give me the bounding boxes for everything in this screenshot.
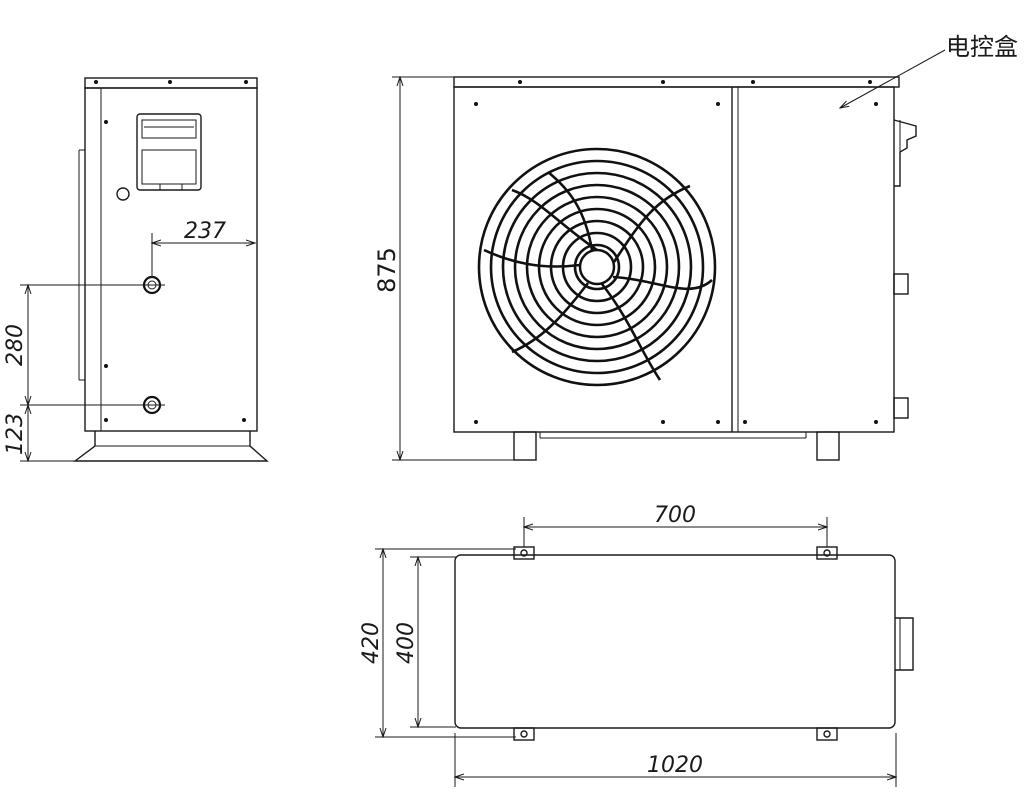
- dim-400: 400: [394, 622, 419, 664]
- front-view: 电控盒 875: [373, 33, 1018, 460]
- dim-1020: 1020: [647, 753, 703, 778]
- front-foot-right: [816, 431, 840, 461]
- top-view: 700 420 400 1020: [359, 503, 914, 787]
- side-port: [116, 187, 130, 201]
- dim-700: 700: [654, 503, 696, 528]
- side-view: 237 280 123: [3, 77, 269, 462]
- dim-280: 280: [3, 324, 28, 366]
- front-foot-left: [513, 431, 537, 461]
- dim-420: 420: [359, 622, 384, 664]
- side-body: [84, 87, 258, 432]
- dim-875: 875: [373, 247, 401, 293]
- label-control-box: 电控盒: [946, 33, 1018, 61]
- control-panel: [136, 113, 202, 191]
- upper-pipe: [142, 275, 165, 295]
- side-base: [72, 431, 269, 462]
- top-control-box: [895, 617, 914, 671]
- fan-guard: [477, 147, 717, 387]
- front-body: [453, 86, 895, 433]
- dim-237: 237: [184, 219, 226, 244]
- top-body: [454, 554, 896, 729]
- dim-123: 123: [3, 413, 28, 455]
- lower-pipe: [142, 395, 165, 415]
